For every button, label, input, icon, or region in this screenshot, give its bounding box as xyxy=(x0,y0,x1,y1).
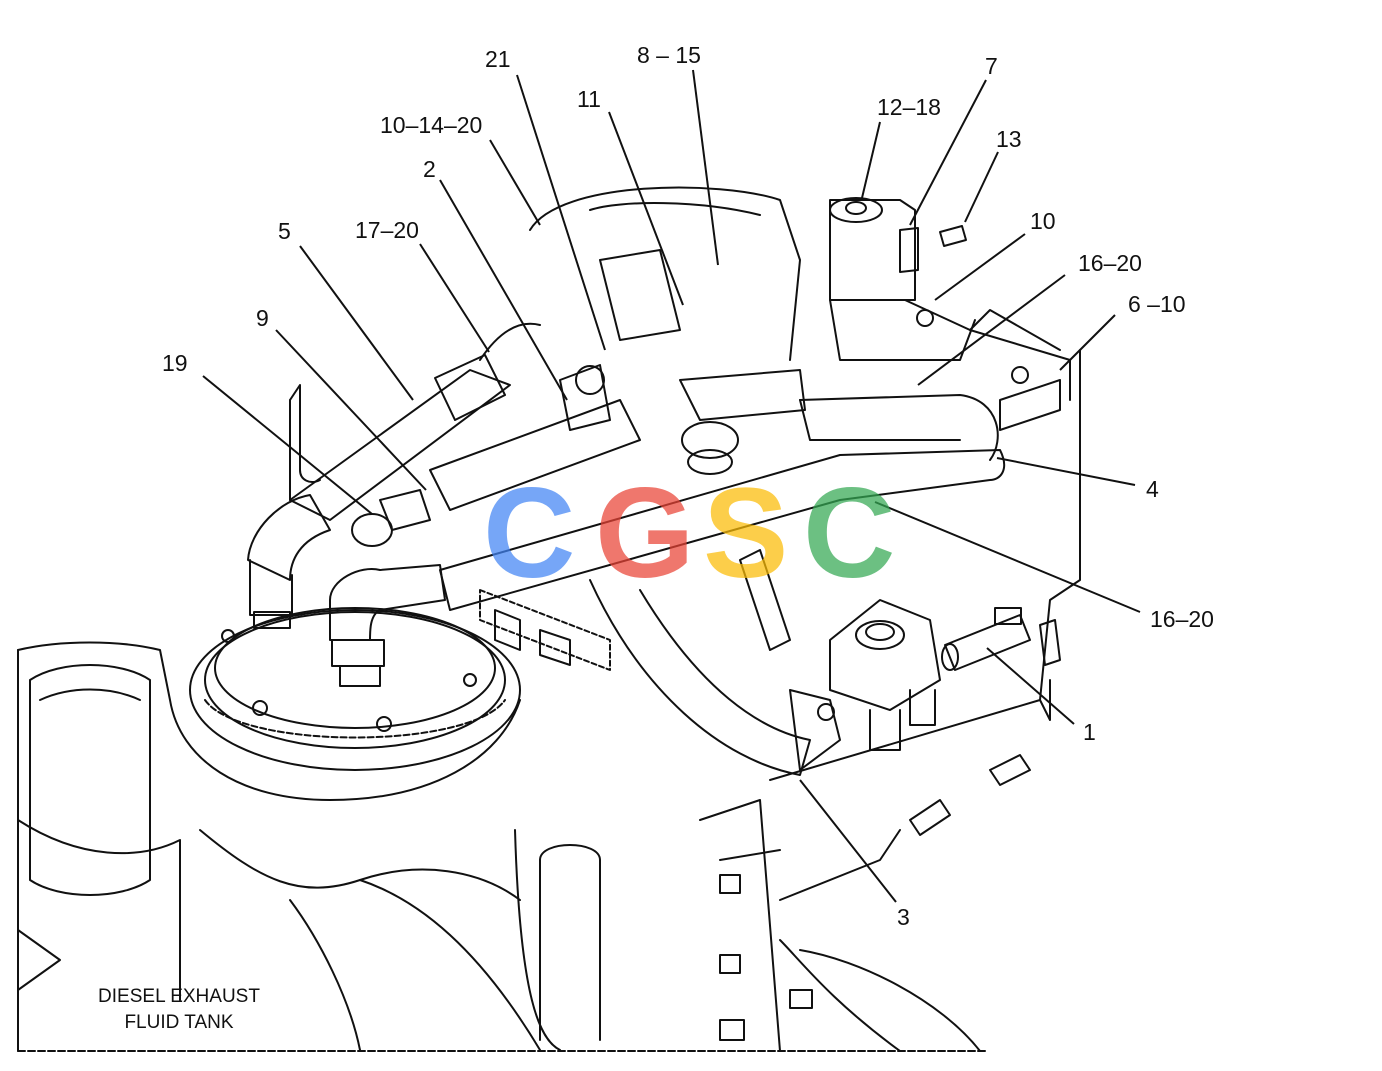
tank-top-outline xyxy=(17,641,521,801)
leader-21 xyxy=(516,74,606,351)
callout-16-20-top: 16–20 xyxy=(1078,250,1142,276)
tank-label-line2: FLUID TANK xyxy=(124,1012,234,1033)
leader-5 xyxy=(299,245,414,401)
leader-12-18 xyxy=(861,121,881,199)
elbow-9 xyxy=(329,564,446,641)
callout-13: 13 xyxy=(996,126,1022,152)
leader-19 xyxy=(202,375,373,515)
leader-7 xyxy=(909,79,987,226)
module-housing xyxy=(529,186,801,361)
hose-3 xyxy=(589,579,811,776)
callout-3: 3 xyxy=(897,904,910,930)
leader-lines xyxy=(202,69,1141,903)
valve-block xyxy=(829,599,941,711)
callout-6-10: 6 –10 xyxy=(1128,291,1186,317)
watermark-letter-c2: C xyxy=(803,462,896,605)
callout-4: 4 xyxy=(1146,476,1159,502)
callout-19: 19 xyxy=(162,350,188,376)
watermark-letter-c1: C xyxy=(483,462,576,605)
tank-cap xyxy=(29,664,151,896)
leader-9 xyxy=(275,329,427,491)
watermark-letter-s: S xyxy=(703,462,789,605)
leader-17-20 xyxy=(419,243,490,353)
tank-flange xyxy=(189,609,521,771)
leader-10-14-20 xyxy=(489,139,541,226)
leader-2 xyxy=(439,179,568,401)
leader-6-10 xyxy=(1059,314,1116,371)
callout-17-20: 17–20 xyxy=(355,217,419,243)
leader-10 xyxy=(934,233,1026,301)
callout-11: 11 xyxy=(577,86,601,112)
leader-16-20-top xyxy=(917,274,1066,386)
tank-label: DIESEL EXHAUST FLUID TANK xyxy=(69,984,289,1036)
leader-13 xyxy=(964,151,999,223)
leader-4 xyxy=(996,457,1136,486)
leader-11 xyxy=(608,111,684,306)
leader-8-15 xyxy=(692,69,719,266)
callout-9: 9 xyxy=(256,305,269,331)
callout-12-18: 12–18 xyxy=(877,94,941,120)
hose-2 xyxy=(429,399,641,511)
leader-3 xyxy=(799,779,897,903)
elbow-19 xyxy=(247,494,331,581)
callout-16-20-bottom: 16–20 xyxy=(1150,606,1214,632)
tank-label-line1: DIESEL EXHAUST xyxy=(98,986,260,1007)
callout-1: 1 xyxy=(1083,719,1096,745)
watermark-letter-g: G xyxy=(595,462,695,605)
callout-8-15: 8 – 15 xyxy=(637,42,701,68)
leader-1 xyxy=(986,647,1075,725)
callout-21: 21 xyxy=(485,46,511,72)
hose-5 xyxy=(289,369,511,521)
sensor-body xyxy=(829,199,916,301)
hose-4 xyxy=(439,449,1006,611)
callout-2: 2 xyxy=(423,156,436,182)
callout-7: 7 xyxy=(985,53,998,79)
callout-10: 10 xyxy=(1030,208,1056,234)
callout-5: 5 xyxy=(278,218,291,244)
callout-10-14-20: 10–14–20 xyxy=(380,112,483,138)
leader-16-20-bottom xyxy=(874,501,1141,613)
